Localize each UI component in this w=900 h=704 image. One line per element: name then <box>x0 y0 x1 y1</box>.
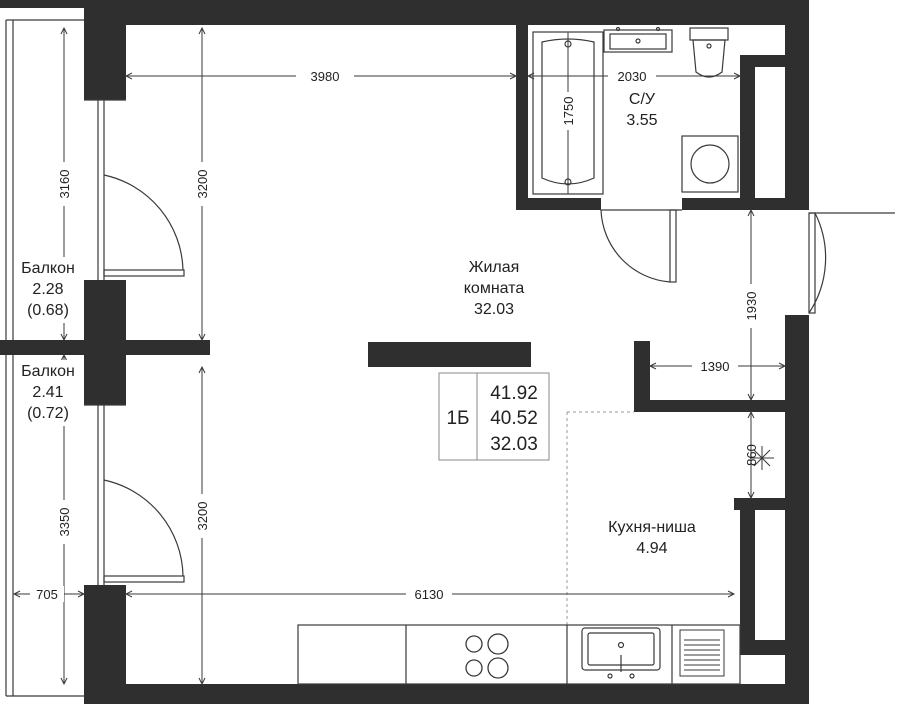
balcony-top-area-reduced: (0.68) <box>27 302 69 319</box>
windows <box>84 99 126 585</box>
dim-niche-width: 860 <box>744 444 759 466</box>
sink-icon <box>603 26 673 53</box>
apartment-type: 1Б <box>446 408 469 429</box>
dim-bath-height: 1750 <box>561 97 576 126</box>
ventilation-icon <box>750 446 774 470</box>
balcony-top-area: 2.28 <box>32 281 63 298</box>
balcony-door-bottom <box>103 575 185 583</box>
dim-bath-width: 2030 <box>618 69 647 84</box>
kitchen-boundary <box>566 411 634 625</box>
dim-hall-width: 1390 <box>701 359 730 374</box>
balcony-frames <box>5 19 84 697</box>
entrance-door <box>808 212 816 314</box>
bathroom-name: С/У <box>629 91 656 108</box>
kitchen-area: 4.94 <box>636 540 667 557</box>
room-labels: Жилая комната 32.03 С/У 3.55 Кухня-ниша … <box>16 91 696 557</box>
dim-balcony-top-length: 3160 <box>57 170 72 199</box>
dim-hall-length: 1930 <box>744 292 759 321</box>
dim-living-width-bottom: 6130 <box>415 587 444 602</box>
balcony-bottom-area-reduced: (0.72) <box>27 405 69 422</box>
washing-machine-icon <box>681 135 739 193</box>
dim-balcony-depth: 705 <box>36 587 58 602</box>
dim-living-width-top: 3980 <box>311 69 340 84</box>
dishwasher-icon <box>679 629 725 677</box>
stove-icon <box>465 633 509 679</box>
apartment-info-box: 1Б 41.92 40.52 32.03 <box>438 372 550 461</box>
toilet-icon <box>689 27 729 78</box>
balcony-top-name: Балкон <box>21 260 75 277</box>
walls <box>0 0 809 704</box>
dim-balcony-bottom-length: 3350 <box>57 508 72 537</box>
dim-living-height-top: 3200 <box>195 170 210 199</box>
apartment-total-area: 41.92 <box>490 383 538 404</box>
kitchen-sink-icon <box>581 627 661 679</box>
kitchen-name: Кухня-ниша <box>608 519 696 536</box>
living-room-name-1: Жилая <box>469 259 520 276</box>
living-room-name-2: комната <box>464 280 525 297</box>
balcony-bottom-name: Балкон <box>21 363 75 380</box>
kitchen-counter <box>297 624 741 685</box>
balcony-bottom-area: 2.41 <box>32 384 63 401</box>
dimension-labels: 3980 2030 1750 3160 3200 3350 3200 705 6… <box>30 68 761 602</box>
dim-living-height-bottom: 3200 <box>195 502 210 531</box>
apartment-living-area: 32.03 <box>490 434 538 455</box>
apartment-area-with-kitchen: 40.52 <box>490 408 538 429</box>
doors <box>103 174 895 583</box>
bathroom-door <box>669 209 677 283</box>
balcony-door-top <box>103 269 185 277</box>
living-room-area: 32.03 <box>474 301 514 318</box>
bathroom-area: 3.55 <box>626 112 657 129</box>
